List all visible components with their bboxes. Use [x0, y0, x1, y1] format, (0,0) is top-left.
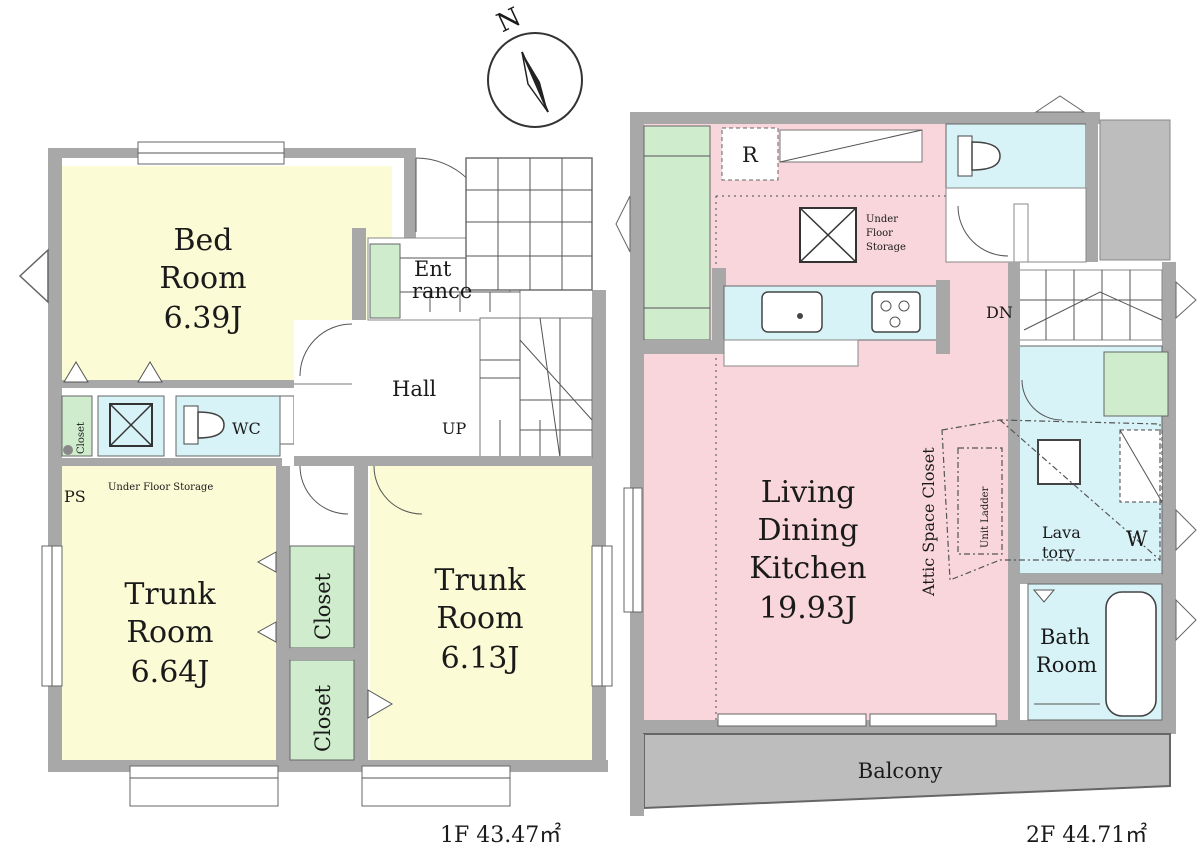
hall-label: Hall: [392, 377, 437, 401]
ps-label: PS: [64, 487, 86, 506]
trunk-room-right-size: 6.13J: [441, 641, 520, 676]
floor1-labels: Bed Room 6.39J Ent rance Hall UP WC Clos…: [64, 223, 561, 848]
trunk-room-left-label: Room: [126, 615, 213, 650]
trunk-room-left-floor: [62, 466, 276, 760]
trunk-room-left-label: Trunk: [124, 577, 216, 612]
under-floor-storage-2f-label: Under: [866, 214, 898, 225]
bedroom-size: 6.39J: [164, 301, 243, 336]
wc-label: WC: [232, 419, 261, 438]
door-indicator: [63, 361, 89, 383]
bathtub: [1105, 591, 1157, 717]
balcony-label: Balcony: [858, 759, 943, 783]
closet-b-label: Closet: [311, 684, 335, 752]
unit-ladder-label: Unit Ladder: [980, 486, 991, 548]
wall: [294, 456, 592, 466]
lavatory-label: tory: [1042, 543, 1075, 562]
wall: [276, 466, 290, 760]
bathroom-label: Bath: [1040, 625, 1090, 649]
wall: [592, 290, 606, 772]
closet-small-label: Closet: [76, 422, 87, 454]
wall: [630, 112, 644, 740]
refrigerator-label: R: [742, 143, 759, 167]
wall: [62, 458, 282, 466]
floor2-plan: [615, 95, 1197, 816]
closet-a-label: Closet: [311, 572, 335, 640]
hall-floor: [294, 320, 480, 458]
attic-space-closet-label: Attic Space Closet: [919, 447, 938, 597]
staircase-1f: [479, 317, 593, 459]
bedroom-label: Room: [159, 261, 246, 296]
trunk-room-right-label: Trunk: [434, 563, 526, 598]
staircase-2f: [1017, 269, 1163, 341]
refrigerator: [721, 127, 779, 181]
floor1-area-label: 1F 43.47㎡: [440, 822, 561, 848]
trunk-room-right-floor: [370, 466, 592, 760]
compass-north-label: N: [492, 2, 525, 39]
trunk-room-right-label: Room: [436, 601, 523, 636]
ldk-label: Living: [761, 475, 856, 510]
floor2-labels: Living Dining Kitchen 19.93J R Under Flo…: [742, 143, 1148, 848]
window-bay: [18, 248, 49, 304]
compass: N: [487, 2, 583, 128]
wall: [354, 466, 368, 760]
under-floor-storage-2f-label: Floor: [866, 228, 893, 239]
bathroom-label: Room: [1036, 653, 1097, 677]
stair-up-label: UP: [442, 419, 466, 438]
lavatory-label: Lava: [1042, 523, 1081, 542]
wall: [1162, 262, 1176, 734]
floor1-plan: [18, 141, 613, 807]
ldk-size: 19.93J: [759, 591, 857, 626]
stove: [871, 291, 921, 333]
unit-ladder-outline: [957, 447, 1003, 555]
cabinet: [643, 125, 711, 341]
washbasin: [1037, 439, 1081, 485]
wall: [404, 148, 416, 238]
under-floor-storage-2f-label: Storage: [866, 242, 906, 253]
wall: [62, 380, 352, 388]
entrance-label: rance: [412, 279, 472, 303]
void-area: [1099, 119, 1171, 261]
stair-down-label: DN: [986, 303, 1013, 322]
under-floor-storage-label: Under Floor Storage: [108, 482, 213, 493]
washer-label: W: [1126, 527, 1148, 551]
trunk-room-left-size: 6.64J: [131, 655, 210, 690]
wall: [630, 112, 1100, 124]
entrance-tiles: [465, 157, 593, 291]
door-indicator: [137, 361, 163, 383]
floor2-area-label: 2F 44.71㎡: [1026, 822, 1147, 848]
entrance-label: Ent: [414, 257, 452, 281]
ldk-label: Kitchen: [749, 551, 866, 586]
bedroom-label: Bed: [173, 223, 232, 258]
ldk-label: Dining: [757, 513, 858, 548]
sink: [761, 291, 823, 333]
